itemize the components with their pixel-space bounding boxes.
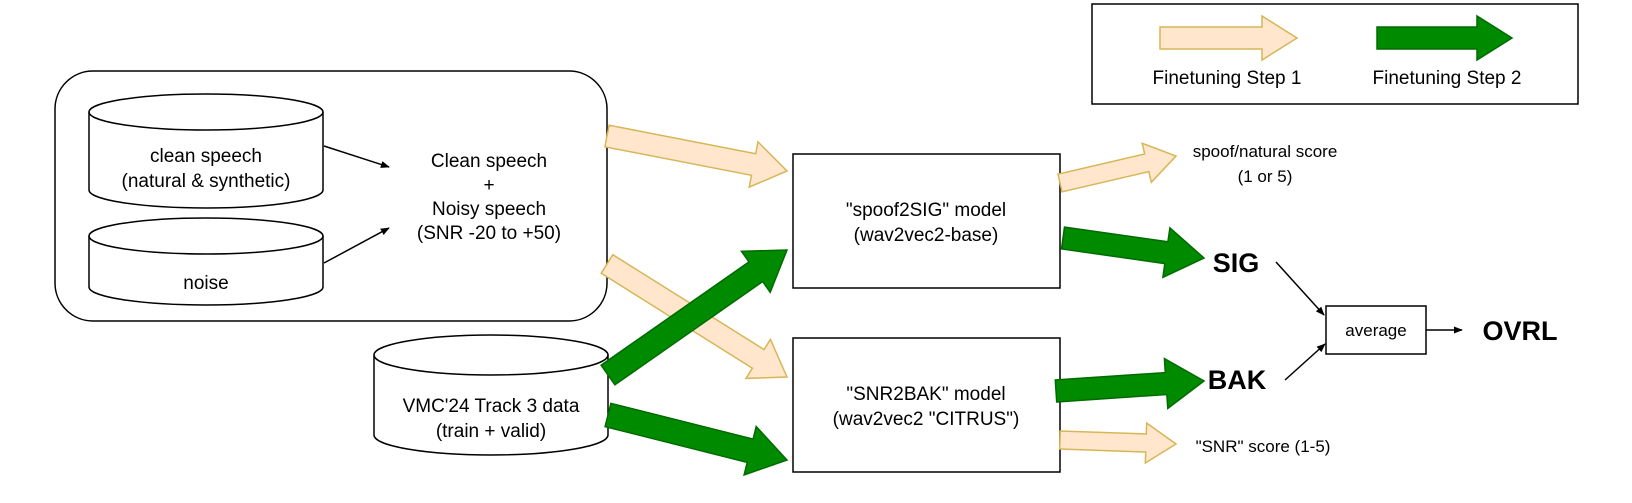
arrow-clean-to-mix [323,145,390,168]
mix-line3: Noisy speech [432,199,546,220]
step2-arrow-data-to-spoof2sig [600,249,789,386]
step1-arrow-to-snr-score [1058,421,1178,465]
legend-step1-arrow [1159,14,1299,62]
snr2bak-model-label: "SNR2BAK" model [846,384,1005,405]
arrow-noise-to-mix [323,227,390,264]
sig-output-label: SIG [1213,248,1260,278]
legend-step2-label: Finetuning Step 2 [1373,68,1522,89]
clean-speech-database [88,93,324,209]
mix-line2: + [483,175,494,196]
clean-speech-label: clean speech [150,146,262,167]
step2-arrow-spoof2sig-to-sig [1060,226,1206,279]
spoof-score-range: (1 or 5) [1238,167,1293,186]
legend-step2-arrow [1376,14,1514,62]
step1-arrow-mix-to-spoof2sig [604,124,789,189]
step2-arrow-snr2bak-to-bak [1054,357,1206,410]
spoof-score-label: spoof/natural score [1193,142,1338,161]
clean-speech-sublabel: (natural & synthetic) [122,171,291,192]
arrow-sig-to-average [1275,261,1325,316]
snr-score-label: "SNR" score (1-5) [1196,437,1331,456]
step2-arrow-data-to-snr2bak [604,402,789,477]
noise-database [88,217,324,306]
legend-box [1091,3,1579,105]
spoof2sig-model-box [792,153,1061,289]
vmc-dataset-database [373,334,609,456]
vmc-dataset-sublabel: (train + valid) [436,421,546,442]
arrow-bak-to-average [1284,343,1326,381]
noise-label: noise [183,273,228,294]
snr2bak-model-box [792,337,1061,473]
mix-line1: Clean speech [431,151,547,172]
step1-arrow-to-spoof-score [1057,142,1178,193]
bak-output-label: BAK [1208,365,1267,395]
average-label: average [1345,321,1406,340]
spoof2sig-model-sublabel: (wav2vec2-base) [854,225,999,246]
vmc-dataset-label: VMC'24 Track 3 data [403,396,580,417]
legend-step1-label: Finetuning Step 1 [1153,68,1302,89]
snr2bak-model-sublabel: (wav2vec2 "CITRUS") [833,409,1020,430]
mix-line4: (SNR -20 to +50) [417,223,561,244]
spoof2sig-model-label: "spoof2SIG" model [846,200,1006,221]
ovrl-output-label: OVRL [1482,316,1557,346]
